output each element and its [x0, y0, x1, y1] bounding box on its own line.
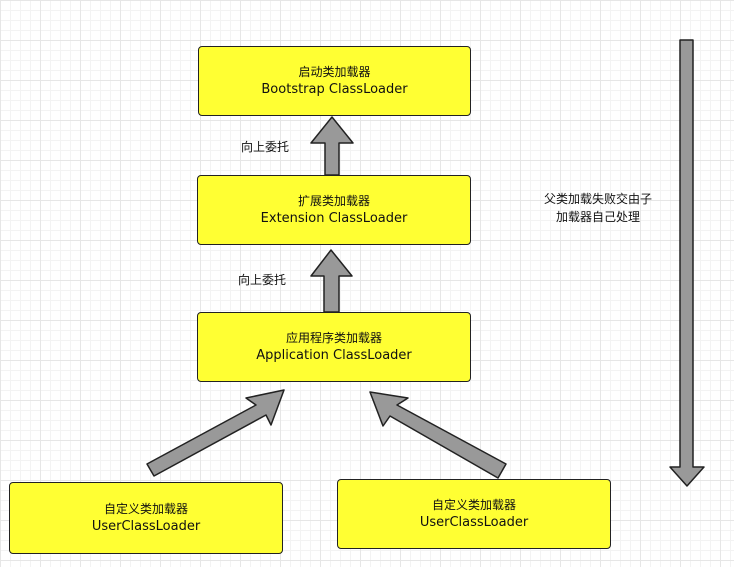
- bootstrap-classloader-en: Bootstrap ClassLoader: [261, 82, 408, 97]
- fallback-note-line2: 加载器自己处理: [555, 210, 640, 224]
- delegate-up-label-lower: 向上委托: [238, 273, 287, 287]
- fallback-note: 父类加载失败交由子 加载器自己处理: [530, 190, 666, 226]
- bootstrap-classloader-box: 启动类加载器 Bootstrap ClassLoader: [198, 46, 471, 116]
- user-classloader-box-left: 自定义类加载器 UserClassLoader: [9, 482, 283, 554]
- arrow-extension-to-bootstrap: [310, 116, 354, 176]
- user-classloader-left-zh: 自定义类加载器: [103, 502, 188, 516]
- application-classloader-en: Application ClassLoader: [256, 348, 412, 363]
- arrow-user-left-to-application: [146, 389, 285, 477]
- extension-classloader-en: Extension ClassLoader: [260, 211, 408, 226]
- arrow-fallback-downward: [669, 39, 705, 487]
- extension-classloader-zh: 扩展类加载器: [297, 194, 370, 208]
- bootstrap-classloader-zh: 启动类加载器: [298, 65, 371, 79]
- user-classloader-left-en: UserClassLoader: [91, 519, 201, 534]
- application-classloader-box: 应用程序类加载器 Application ClassLoader: [197, 312, 471, 382]
- application-classloader-zh: 应用程序类加载器: [285, 331, 382, 345]
- user-classloader-right-en: UserClassLoader: [419, 515, 529, 530]
- arrow-user-right-to-application: [369, 391, 507, 479]
- user-classloader-box-right: 自定义类加载器 UserClassLoader: [337, 479, 611, 549]
- arrow-application-to-extension: [310, 249, 353, 313]
- fallback-note-line1: 父类加载失败交由子: [543, 192, 652, 206]
- delegate-up-label-upper: 向上委托: [241, 140, 290, 154]
- extension-classloader-box: 扩展类加载器 Extension ClassLoader: [197, 175, 471, 245]
- user-classloader-right-zh: 自定义类加载器: [431, 498, 516, 512]
